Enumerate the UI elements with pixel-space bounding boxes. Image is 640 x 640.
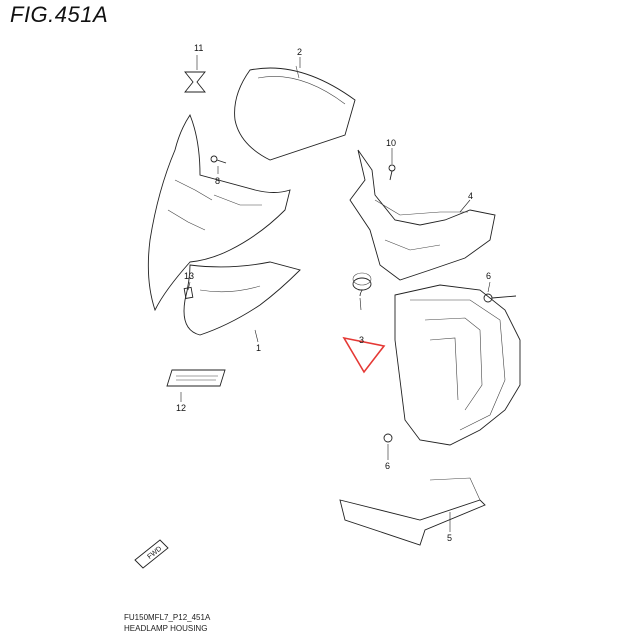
callout-5: 5: [447, 533, 452, 543]
callout-7: 7: [358, 288, 363, 298]
figure-title: FIG.451A: [10, 2, 109, 27]
figure-footer: FU150MFL7_P12_451A HEADLAMP HOUSING: [124, 612, 210, 634]
callout-4: 4: [468, 191, 473, 201]
part-8-screw: [210, 155, 227, 164]
footer-name: HEADLAMP HOUSING: [124, 624, 208, 633]
part-6-bolt-upper: [483, 293, 517, 303]
callout-6-lower: 6: [385, 461, 390, 471]
footer-code: FU150MFL7_P12_451A: [124, 613, 211, 622]
callout-11: 11: [194, 43, 203, 53]
part-4-bracket: [349, 149, 496, 281]
callout-6-upper: 6: [486, 271, 491, 281]
callout-3: 3: [359, 335, 364, 345]
part-12-decal: [166, 369, 226, 387]
callout-3-highlight: [342, 336, 386, 374]
callout-13: 13: [184, 271, 194, 281]
part-11-emblem: [184, 71, 206, 93]
callout-8: 8: [215, 176, 220, 186]
callout-12: 12: [176, 403, 186, 413]
fwd-arrow-icon: [134, 539, 169, 569]
callout-1: 1: [256, 343, 261, 353]
part-7-grommet: [352, 272, 372, 291]
part-2-windscreen: [234, 65, 356, 161]
part-1-front-cowl: [147, 114, 301, 336]
part-6-bolt-lower: [383, 433, 393, 443]
callout-10: 10: [386, 138, 396, 148]
part-13-clip: [183, 286, 194, 299]
part-10-bolt: [388, 164, 396, 181]
part-3-headlamp-housing: [394, 284, 521, 446]
part-5-stay: [339, 477, 486, 546]
callout-2: 2: [297, 47, 302, 57]
